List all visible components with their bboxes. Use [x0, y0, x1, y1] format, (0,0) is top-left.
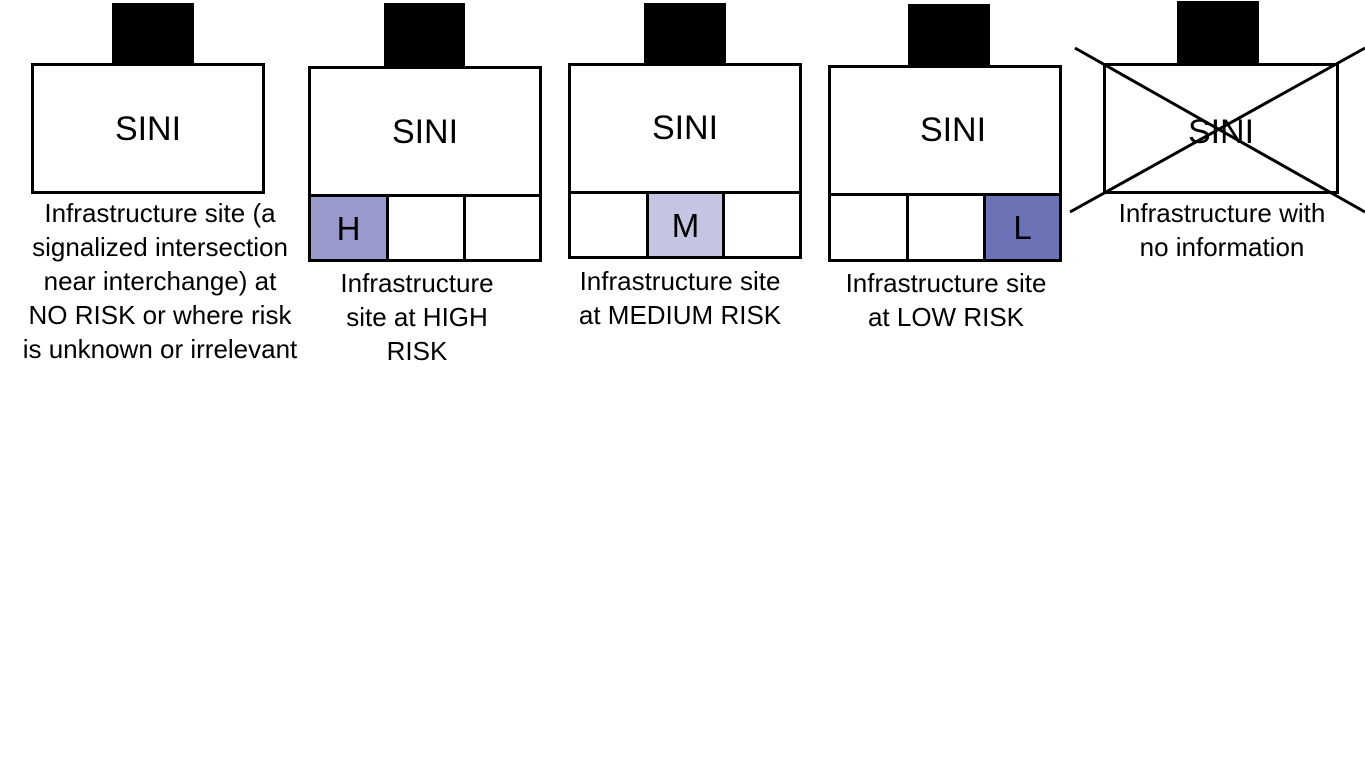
symbol-caption: Infrastructure site (a signalized inters…	[5, 196, 315, 366]
site-box	[31, 63, 265, 194]
caption-line: Infrastructure site	[845, 268, 1047, 298]
site-box	[308, 66, 542, 197]
site-label: SINI	[391, 113, 459, 151]
caption-line: Infrastructure with	[1118, 198, 1326, 228]
caption-line: Infrastructure	[340, 268, 494, 298]
caption-line: NO RISK or where risk	[28, 300, 292, 330]
site-label: SINI	[919, 111, 987, 149]
risk-cell-medium	[906, 193, 986, 262]
risk-cell-medium	[386, 194, 466, 262]
caption-line: signalized intersection	[32, 232, 288, 262]
caption-line: near interchange) at	[43, 266, 277, 296]
caption-line: Infrastructure site (a	[44, 198, 276, 228]
risk-cell-medium: M	[646, 191, 725, 259]
caption-line: at LOW RISK	[867, 302, 1025, 332]
risk-cell-high	[828, 193, 909, 262]
caption-line: site at HIGH	[346, 302, 488, 332]
risk-cell-high	[568, 191, 649, 259]
site-box	[568, 63, 802, 194]
site-label: SINI	[651, 109, 719, 147]
symbol-caption: Infrastructure site at MEDIUM RISK	[560, 264, 800, 332]
symbol-caption: Infrastructure site at LOW RISK	[826, 266, 1066, 334]
symbol-caption: Infrastructure site at HIGH RISK	[307, 266, 527, 368]
symbol-cap	[644, 3, 726, 65]
caption-line: no information	[1139, 232, 1305, 262]
risk-cell-high: H	[308, 194, 389, 262]
site-label: SINI	[114, 110, 182, 148]
caption-line: is unknown or irrelevant	[22, 334, 298, 364]
caption-line: at MEDIUM RISK	[578, 300, 782, 330]
symbol-cap	[1177, 1, 1259, 65]
risk-cell-low	[722, 191, 802, 259]
caption-line: RISK	[386, 336, 448, 366]
symbol-caption: Infrastructure with no information	[1100, 196, 1344, 264]
caption-line: Infrastructure site	[579, 266, 781, 296]
risk-cell-low	[463, 194, 542, 262]
cross-line	[1069, 46, 1365, 214]
symbol-cap	[112, 3, 194, 65]
cross-out-mark	[1069, 46, 1365, 214]
site-box	[1103, 63, 1339, 194]
symbol-cap	[908, 4, 990, 67]
risk-cell-low: L	[983, 193, 1062, 262]
site-box	[828, 65, 1062, 196]
symbol-cap	[384, 3, 465, 68]
